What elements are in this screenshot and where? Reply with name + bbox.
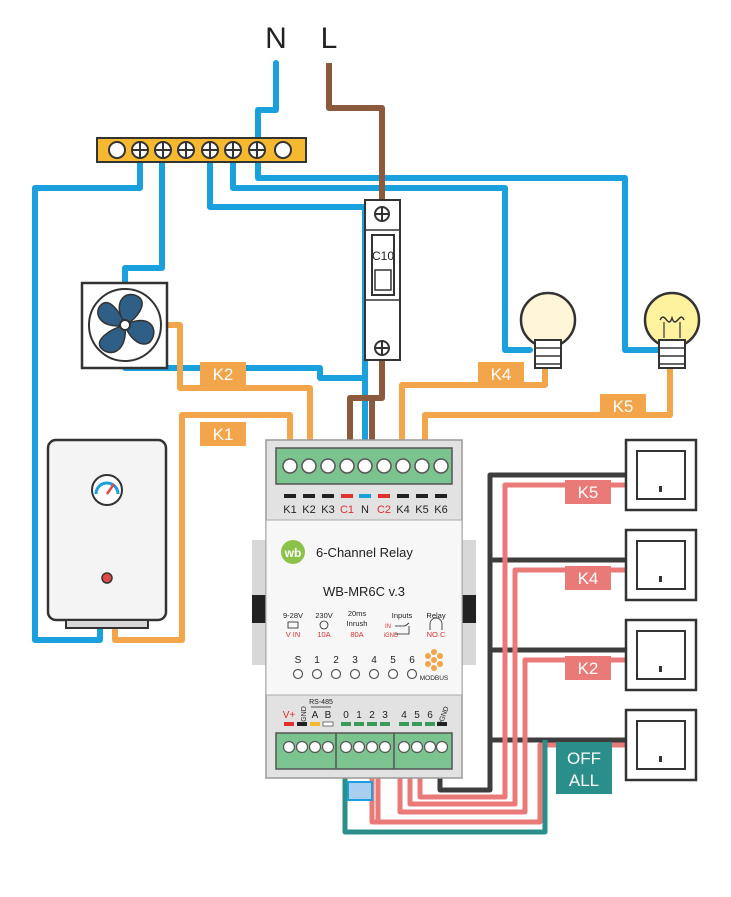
svg-text:Relay: Relay bbox=[426, 611, 445, 620]
svg-text:K5: K5 bbox=[415, 504, 428, 516]
svg-text:B: B bbox=[325, 710, 332, 721]
top-terminal-labels: K1 K2 K3 C1 N C2 K4 K5 K6 bbox=[283, 504, 447, 516]
incandescent-lamp-icon bbox=[643, 291, 701, 369]
neutral-label: N bbox=[265, 22, 287, 55]
svg-text:0: 0 bbox=[343, 710, 349, 721]
svg-text:K4: K4 bbox=[578, 569, 599, 588]
svg-text:K2: K2 bbox=[578, 659, 599, 678]
breaker-rating: C10 bbox=[372, 249, 394, 263]
svg-text:C2: C2 bbox=[377, 504, 391, 516]
wb-logo-text: wb bbox=[284, 546, 302, 560]
fan-icon bbox=[80, 281, 169, 370]
bottom-terminal-markers bbox=[284, 721, 447, 727]
live-label: L bbox=[321, 22, 338, 55]
svg-text:Inrush: Inrush bbox=[347, 619, 368, 628]
neutral-busbar bbox=[96, 137, 307, 163]
tag-k2: K2 bbox=[200, 362, 246, 386]
status-leds: S 1 2 3 4 5 6 bbox=[292, 655, 418, 680]
relay-output-wires bbox=[112, 322, 673, 643]
tag-k4: K4 bbox=[478, 362, 524, 386]
svg-text:V+: V+ bbox=[283, 710, 296, 721]
jumper-block bbox=[347, 781, 373, 801]
svg-text:K3: K3 bbox=[321, 504, 334, 516]
svg-text:K2: K2 bbox=[302, 504, 315, 516]
svg-text:5: 5 bbox=[414, 710, 420, 721]
rs485-label: RS-485 bbox=[309, 699, 333, 706]
svg-text:IN: IN bbox=[385, 624, 391, 630]
svg-text:K1: K1 bbox=[213, 425, 234, 444]
wall-switch-k2 bbox=[624, 618, 698, 692]
svg-text:10A: 10A bbox=[317, 630, 330, 639]
svg-text:230V: 230V bbox=[315, 611, 333, 620]
top-terminal-markers bbox=[284, 494, 447, 498]
svg-text:9-28V: 9-28V bbox=[283, 611, 303, 620]
circuit-breaker bbox=[364, 199, 401, 361]
wall-switch-k4 bbox=[624, 528, 698, 602]
svg-text:OFF: OFF bbox=[567, 749, 601, 768]
svg-text:V IN: V IN bbox=[286, 630, 301, 639]
svg-text:80A: 80A bbox=[350, 630, 363, 639]
tag-k1: K1 bbox=[200, 422, 246, 446]
svg-text:Inputs: Inputs bbox=[392, 611, 413, 620]
svg-text:20ms: 20ms bbox=[348, 609, 367, 618]
wall-switch-off-all bbox=[624, 708, 698, 782]
tag-k5: K5 bbox=[600, 394, 646, 418]
svg-text:5: 5 bbox=[390, 655, 396, 666]
svg-text:GND: GND bbox=[301, 706, 308, 722]
svg-text:1: 1 bbox=[356, 710, 362, 721]
device-title: 6-Channel Relay bbox=[316, 545, 413, 560]
svg-text:S: S bbox=[295, 655, 302, 666]
svg-text:NO C: NO C bbox=[427, 630, 446, 639]
wb-logo bbox=[281, 540, 305, 564]
bottom-terminal-block bbox=[282, 740, 449, 754]
switch-tag-k4: K4 bbox=[565, 566, 611, 590]
svg-text:iGND: iGND bbox=[384, 633, 399, 639]
device-model: WB-MR6C v.3 bbox=[323, 584, 405, 599]
svg-text:K5: K5 bbox=[613, 397, 634, 416]
svg-text:6: 6 bbox=[409, 655, 415, 666]
svg-text:ALL: ALL bbox=[569, 771, 599, 790]
svg-text:6: 6 bbox=[427, 710, 433, 721]
svg-text:K6: K6 bbox=[434, 504, 447, 516]
svg-text:K5: K5 bbox=[578, 483, 599, 502]
modbus-label: MODBUS bbox=[420, 675, 449, 682]
svg-text:A: A bbox=[312, 710, 319, 721]
switch-tag-k2: K2 bbox=[565, 656, 611, 680]
modbus-icon bbox=[425, 649, 443, 671]
svg-text:3: 3 bbox=[382, 710, 388, 721]
svg-text:K2: K2 bbox=[213, 365, 234, 384]
svg-text:C1: C1 bbox=[340, 504, 354, 516]
wall-switch-k5 bbox=[624, 438, 698, 512]
water-heater-icon bbox=[46, 438, 168, 629]
switch-tag-k5: K5 bbox=[565, 480, 611, 504]
svg-text:4: 4 bbox=[401, 710, 407, 721]
switch-tag-off-all: OFF ALL bbox=[556, 742, 612, 794]
svg-text:2: 2 bbox=[333, 655, 339, 666]
spec-row: 9-28V V IN 230V 10A 20ms Inrush 80A Inpu… bbox=[283, 609, 446, 639]
svg-text:K1: K1 bbox=[283, 504, 296, 516]
svg-text:2: 2 bbox=[369, 710, 375, 721]
svg-text:1: 1 bbox=[314, 655, 320, 666]
live-wire bbox=[326, 63, 385, 450]
top-terminal-block bbox=[282, 458, 449, 474]
svg-text:N: N bbox=[361, 504, 369, 516]
svg-text:K4: K4 bbox=[491, 365, 512, 384]
svg-text:4: 4 bbox=[371, 655, 377, 666]
led-lamp-icon bbox=[519, 291, 577, 369]
svg-text:K4: K4 bbox=[396, 504, 409, 516]
svg-text:3: 3 bbox=[352, 655, 358, 666]
